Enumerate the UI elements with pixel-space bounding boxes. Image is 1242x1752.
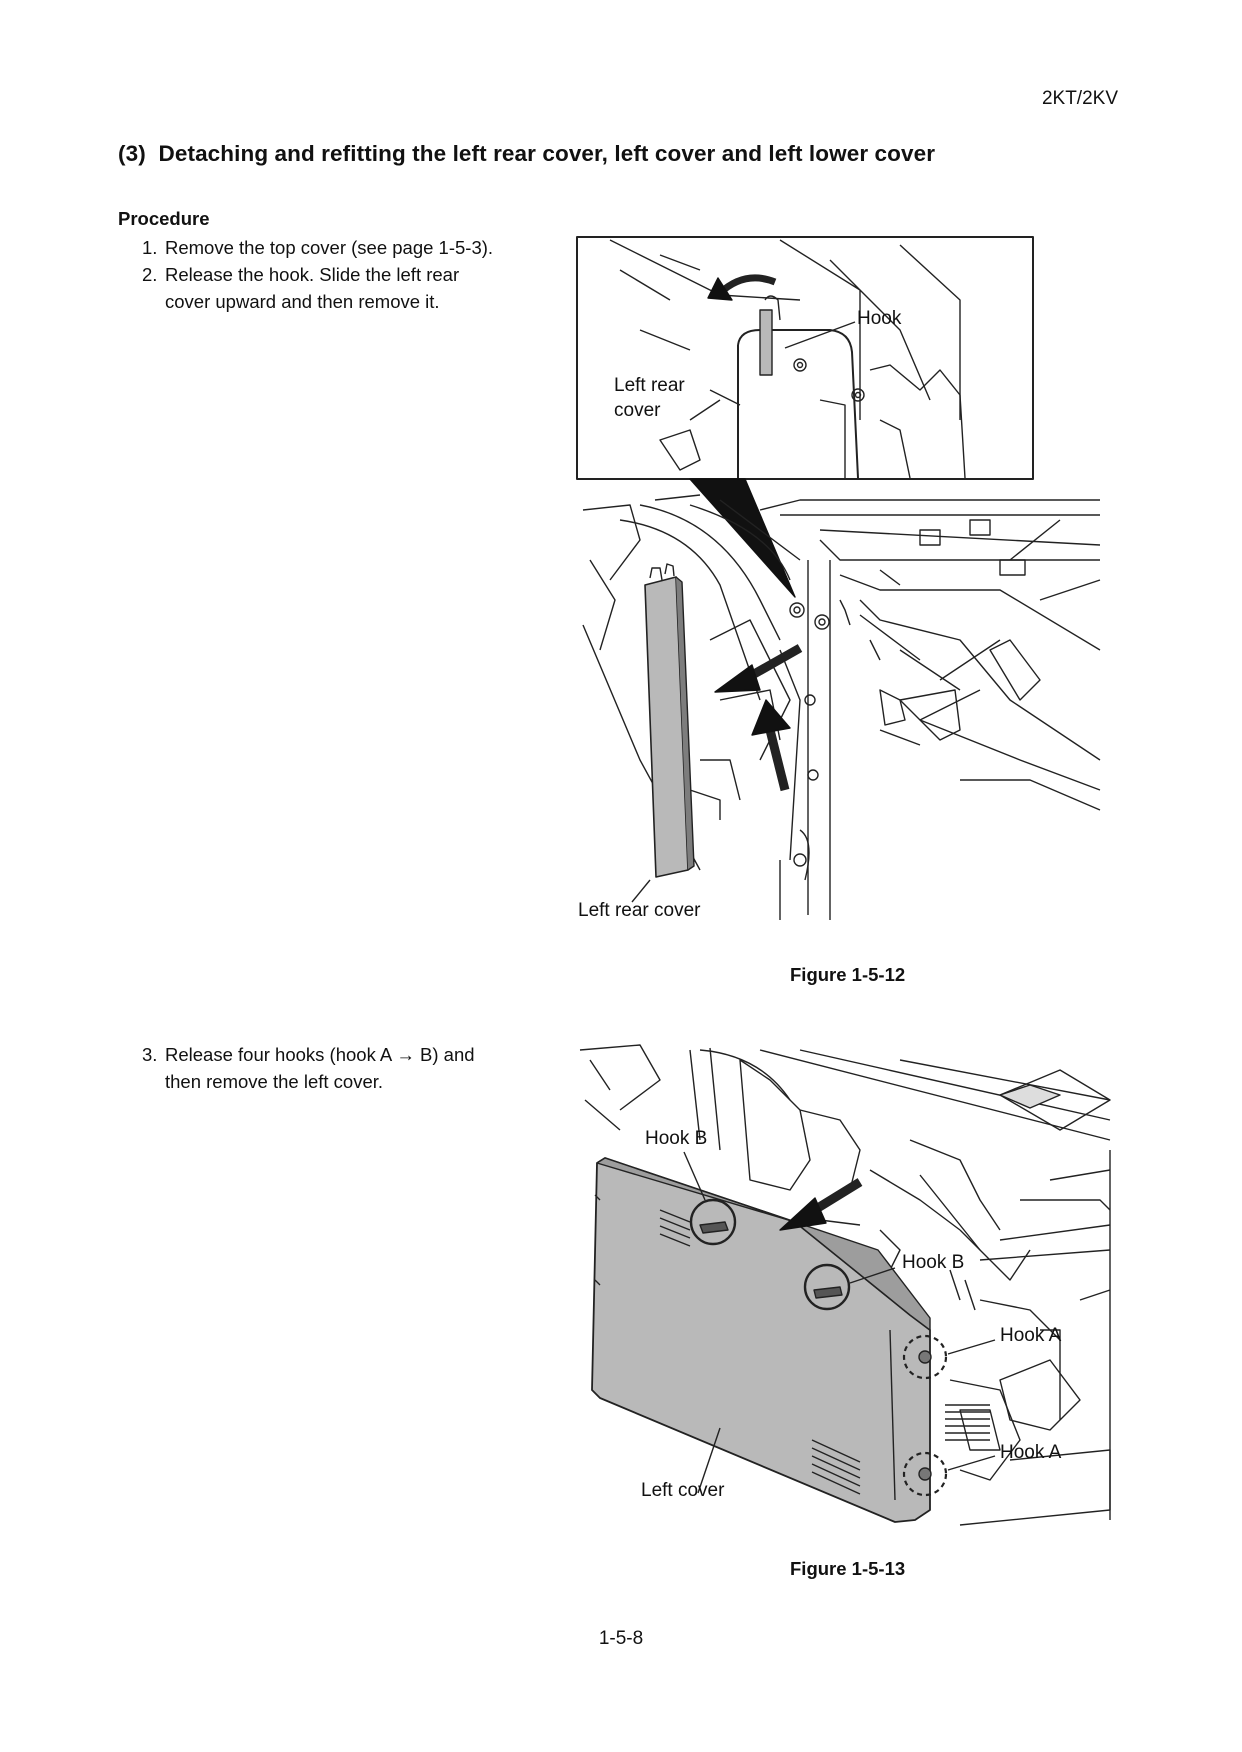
left-rear-cover-label: Left rear cover bbox=[578, 900, 701, 921]
hook-b-label-1: Hook B bbox=[645, 1128, 708, 1149]
hook-b-label-2: Hook B bbox=[902, 1252, 965, 1273]
step-text: Remove the top cover (see page 1-5-3). bbox=[165, 237, 494, 258]
hook-b-circle-1 bbox=[689, 1198, 737, 1246]
procedure-label: Procedure bbox=[118, 208, 210, 229]
left-cover-label: Left cover bbox=[641, 1480, 725, 1501]
model-code: 2KT/2KV bbox=[1041, 88, 1118, 109]
section-number: (3) bbox=[118, 141, 146, 166]
hook-a-circle-1 bbox=[902, 1334, 948, 1380]
step-text: Release four hooks (hook A → B) and bbox=[165, 1044, 475, 1065]
step-text: cover upward and then remove it. bbox=[165, 291, 440, 312]
section-heading: (3) Detaching and refitting the left rea… bbox=[118, 141, 935, 167]
hook-a-label-2: Hook A bbox=[1000, 1442, 1062, 1463]
step-number: 2. bbox=[142, 264, 158, 285]
hook-b-circle-2 bbox=[803, 1263, 851, 1311]
figure-1-5-13-caption: Figure 1-5-13 bbox=[790, 1558, 906, 1579]
hook-label: Hook bbox=[857, 308, 902, 329]
step-number: 3. bbox=[142, 1044, 158, 1065]
step-text: then remove the left cover. bbox=[165, 1071, 384, 1092]
step-number: 1. bbox=[142, 237, 158, 258]
detail-inset-frame bbox=[576, 236, 1034, 480]
hook-a-circle-2 bbox=[902, 1451, 948, 1497]
section-title: Detaching and refitting the left rear co… bbox=[158, 141, 936, 166]
hook-a-label-1: Hook A bbox=[1000, 1325, 1062, 1346]
left-cover-part bbox=[591, 1157, 931, 1523]
page-number: 1-5-8 bbox=[598, 1628, 644, 1649]
step-text: Release the hook. Slide the left rear bbox=[165, 264, 460, 285]
figure-1-5-12-caption: Figure 1-5-12 bbox=[790, 964, 906, 985]
left-rear-cover-inset-label-line1: Left rear bbox=[614, 375, 685, 396]
left-rear-cover-inset-label-line2: cover bbox=[614, 400, 661, 421]
